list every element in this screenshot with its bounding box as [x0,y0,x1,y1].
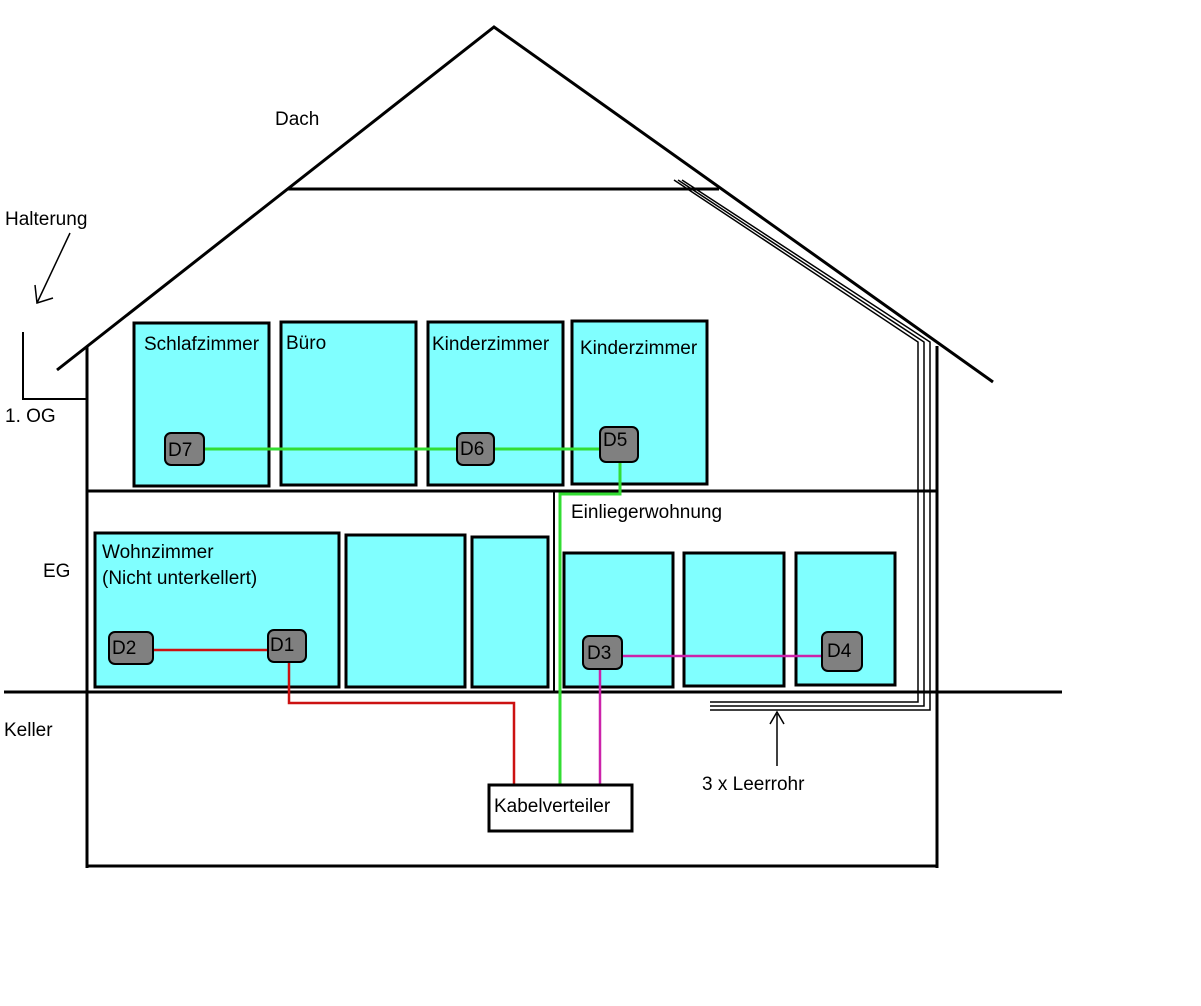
device-d3-label: D3 [587,643,611,664]
label-halterung: Halterung [5,209,87,230]
leerrohr-arrow-head [769,710,785,725]
room-label-kinderzimmer-2: Kinderzimmer [580,338,698,359]
room-einlieger-2 [682,551,786,688]
device-d6: D6 [456,432,495,466]
device-d1-label: D1 [270,635,294,656]
roof-outline [56,25,994,384]
label-einliegerwohnung: Einliegerwohnung [571,502,722,523]
device-d7: D7 [164,432,205,466]
device-d2: D2 [108,631,154,665]
device-d1: D1 [267,629,307,663]
kabelverteiler-box [487,783,634,833]
room-label-schlafzimmer: Schlafzimmer [144,334,260,355]
label-og: 1. OG [5,406,56,427]
room-label-wohnzimmer: Wohnzimmer [102,542,214,563]
label-leerrohr: 3 x Leerrohr [702,774,805,795]
room-eg-3 [470,535,550,689]
device-d4-label: D4 [827,641,852,662]
magenta-cable [598,654,842,785]
device-d6-label: D6 [460,439,484,460]
device-d7-label: D7 [168,440,192,461]
leerrohr-conduits [673,179,931,711]
room-eg-2 [344,533,467,689]
device-d3: D3 [582,635,623,670]
device-d2-label: D2 [112,638,136,659]
room-label-buero: Büro [286,333,326,354]
room-buero [279,320,418,487]
label-dach: Dach [275,109,319,130]
room-kinderzimmer-2 [570,319,709,486]
label-keller: Keller [4,720,53,741]
room-label-kinderzimmer-1: Kinderzimmer [432,334,550,355]
halterung-arrow-shaft [36,232,71,304]
kabelverteiler-label: Kabelverteiler [494,796,611,817]
device-d5-label: D5 [603,430,627,451]
green-cable [184,447,622,785]
room-label-wohnzimmer-note: (Nicht unterkellert) [102,568,257,589]
red-cable [130,648,516,785]
device-d5: D5 [599,426,639,463]
label-eg: EG [43,561,70,582]
halterung-arrow-head [34,284,54,304]
halterung-bracket [22,332,87,400]
room-kinderzimmer-1 [426,320,565,487]
device-d4: D4 [821,631,863,672]
